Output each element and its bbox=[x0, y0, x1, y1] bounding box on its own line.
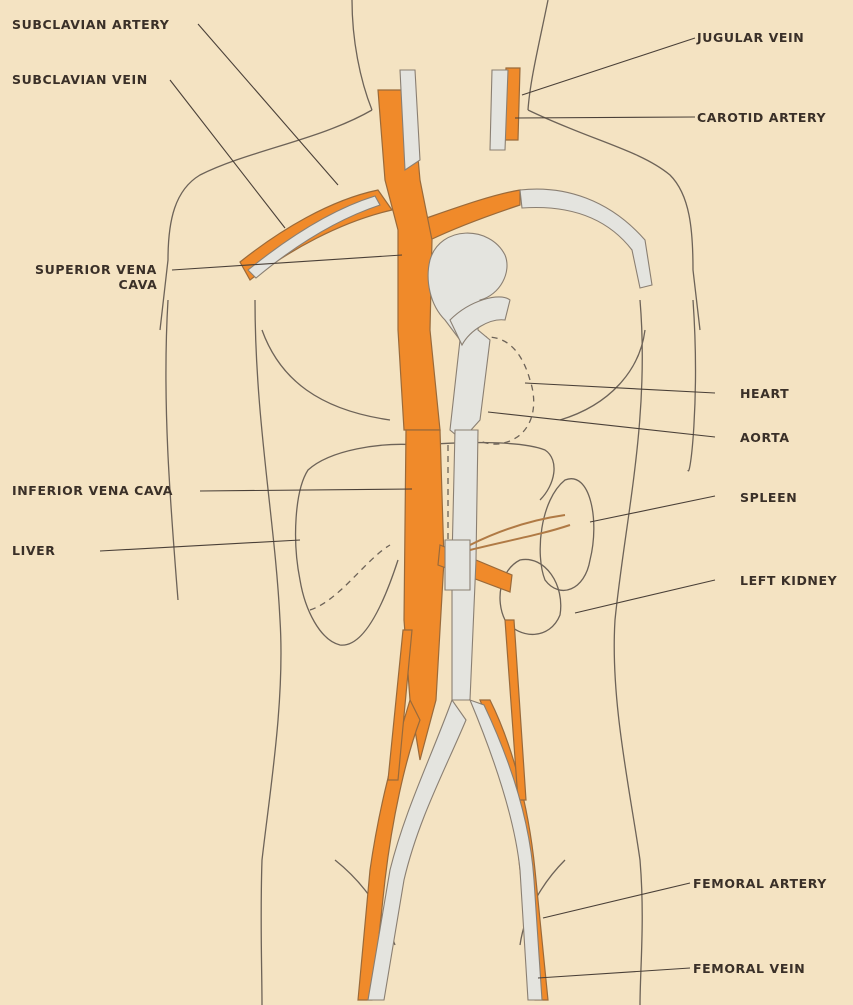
liver-outline bbox=[296, 444, 418, 645]
spleen-outline bbox=[540, 479, 594, 591]
label-liver: LIVER bbox=[12, 543, 55, 558]
label-femoral-vein: FEMORAL VEIN bbox=[693, 961, 805, 976]
label-jugular-vein: JUGULAR VEIN bbox=[697, 30, 804, 45]
label-left-kidney: LEFT KIDNEY bbox=[740, 573, 837, 588]
label-subclavian-artery: SUBCLAVIAN ARTERY bbox=[12, 17, 169, 32]
label-inferior-vena-cava: INFERIOR VENA CAVA bbox=[12, 483, 173, 498]
left-torso-line bbox=[255, 300, 281, 1005]
label-superior-vena-cava: SUPERIOR VENA CAVA bbox=[12, 262, 180, 292]
label-spleen: SPLEEN bbox=[740, 490, 797, 505]
carotid-artery bbox=[490, 70, 508, 150]
label-femoral-artery: FEMORAL ARTERY bbox=[693, 876, 827, 891]
label-heart: HEART bbox=[740, 386, 789, 401]
label-aorta: AORTA bbox=[740, 430, 790, 445]
splenic-vessels bbox=[470, 515, 570, 550]
label-carotid-artery: CAROTID ARTERY bbox=[697, 110, 826, 125]
label-subclavian-vein: SUBCLAVIAN VEIN bbox=[12, 72, 148, 87]
label-superior-vena-cava-line2: CAVA bbox=[12, 277, 180, 292]
right-torso-line bbox=[614, 300, 642, 1005]
label-superior-vena-cava-line1: SUPERIOR VENA bbox=[12, 262, 180, 277]
